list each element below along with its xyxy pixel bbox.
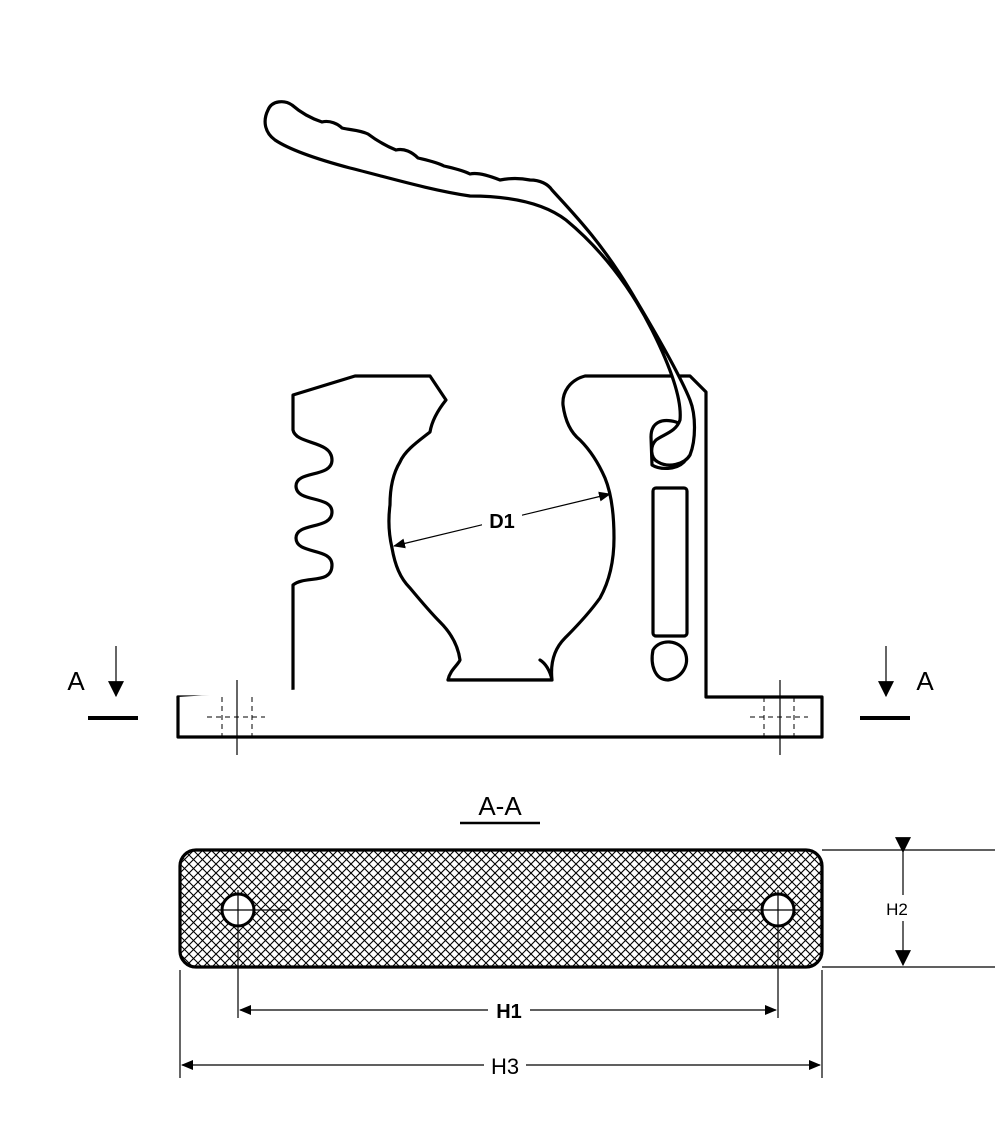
clamp-front-view: D1 [176,100,824,755]
h2-label: H2 [886,900,908,919]
slot-middle [651,486,689,638]
slot-lower [650,640,689,682]
left-jaw-body [176,374,554,699]
h3-label: H3 [491,1054,519,1079]
section-marker-right: A [860,646,934,720]
lever-arm [263,100,697,467]
d1-label: D1 [489,511,515,533]
section-marker-left: A [67,646,138,720]
h1-label: H1 [496,1001,522,1023]
section-plate [178,848,824,969]
section-view: A-A H1 H3 H2 [178,791,995,1079]
section-letter-left: A [67,666,85,696]
right-jaw-body [176,374,824,739]
section-title: A-A [478,791,522,821]
section-letter-right: A [916,666,934,696]
